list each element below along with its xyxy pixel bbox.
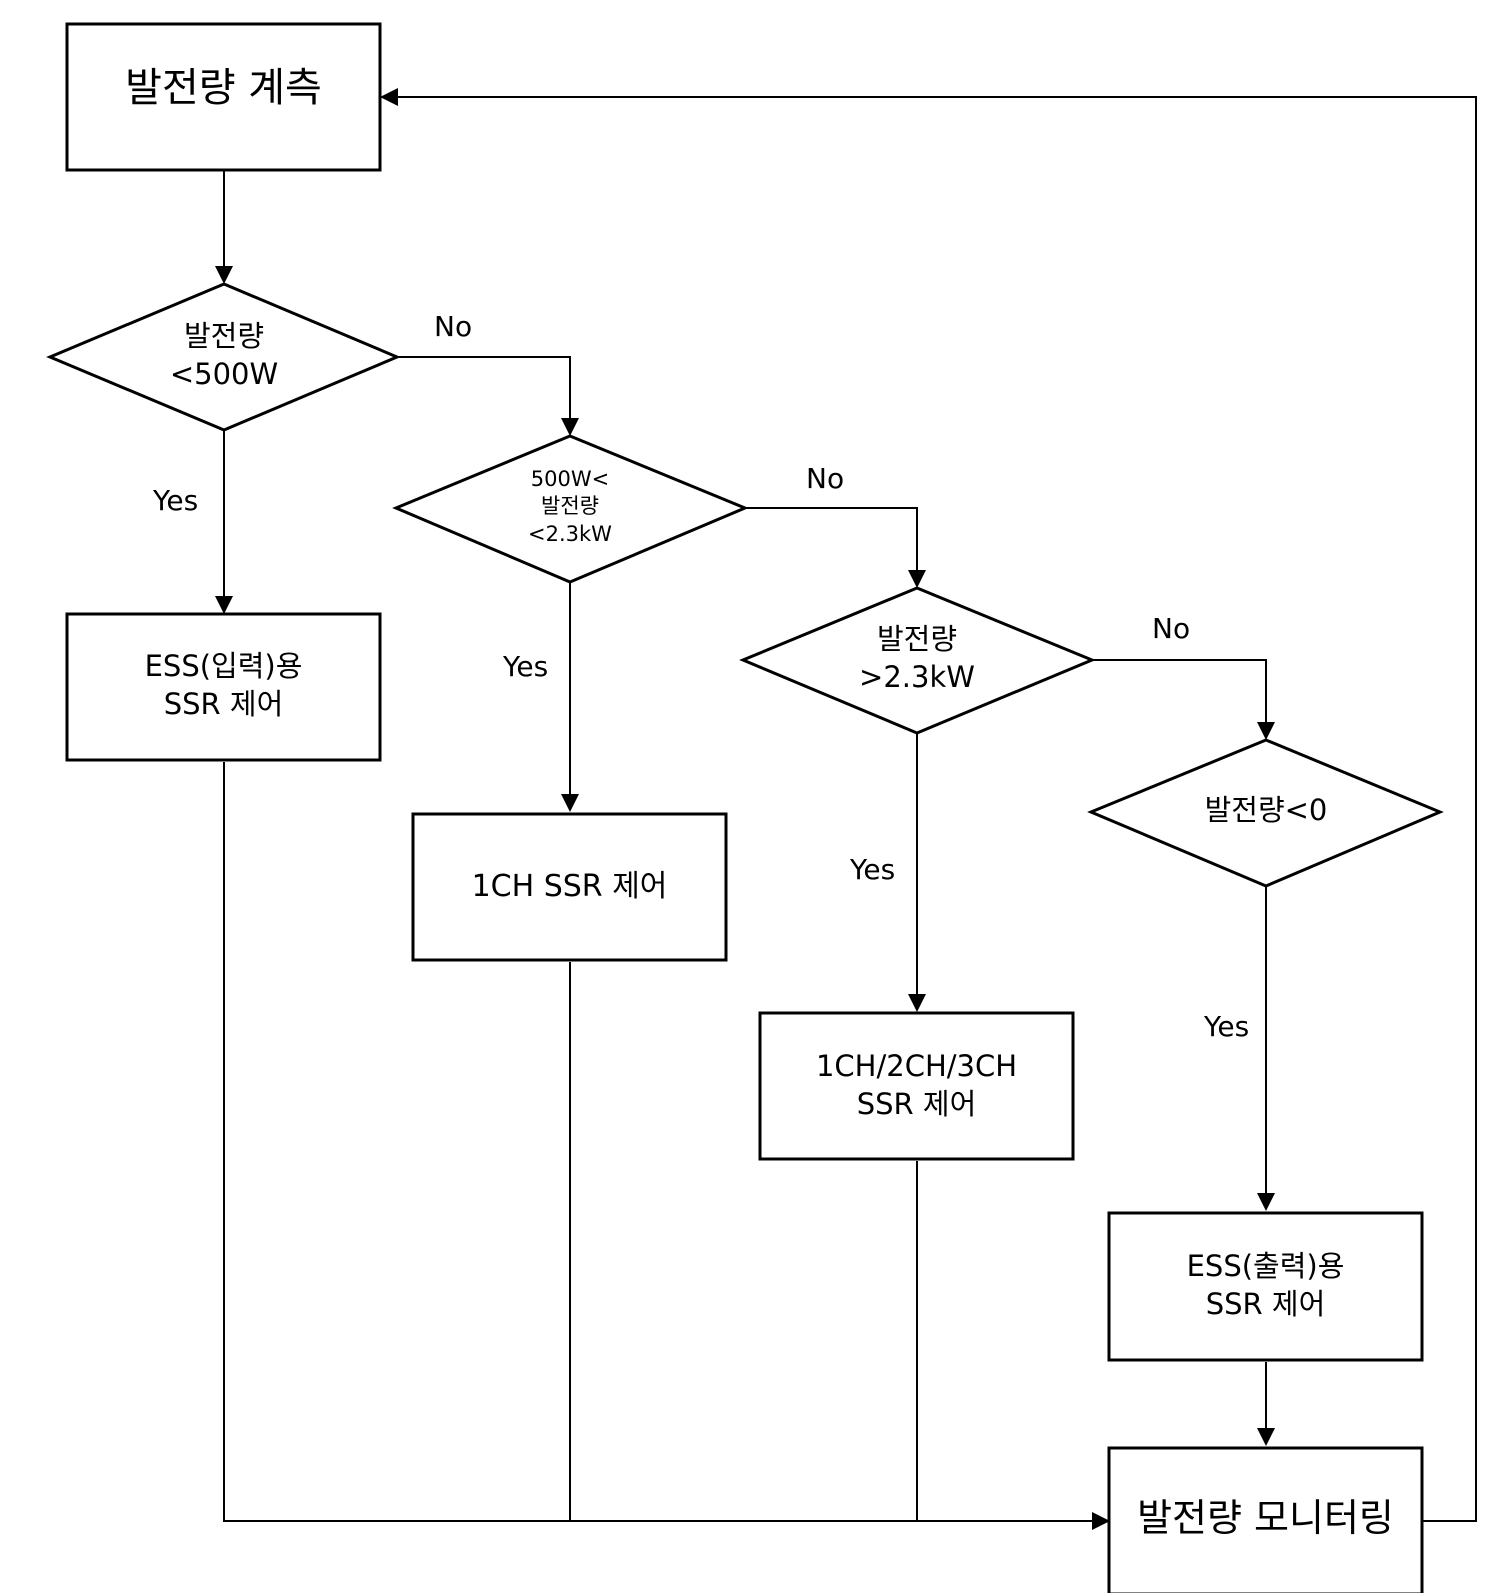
arrowhead-into-ch1 [561,794,579,812]
diamond-cond-gt-2-3kw [739,586,1096,735]
box-monitoring [1107,1446,1424,1593]
edge-label-cond-500w-yes: Yes [153,484,199,517]
edge-label-cond-gt-2-3kw-no: No [1152,612,1191,645]
measure-label: 발전량 계측 [125,65,322,111]
ess-input-ssr-label: ESS(입력)용 SSR 제어 [144,649,303,721]
arrowhead-into-cond-gt-2-3kw [908,570,926,588]
edge-cond-gt-2-3kw-no [1092,659,1267,722]
process-boxes [65,22,1424,1593]
edge-label-cond-gt-2-3kw-yes: Yes [850,853,896,886]
cond-500w-label: 발전량 <500W [169,319,279,391]
cond-500w-2-3kw-label: 500W< 발전량 <2.3kW [528,467,612,546]
ch123-ssr-label: 1CH/2CH/3CH SSR 제어 [815,1049,1018,1121]
edge-label-cond-lt-0-yes: Yes [1204,1010,1250,1043]
ess-output-ssr-label: ESS(출력)용 SSR 제어 [1186,1249,1345,1321]
edge-ess-input-to-monitoring [223,762,1098,1522]
arrowheads [215,88,1275,1530]
diamond-cond-500w [46,282,401,432]
arrowhead-into-monitoring-left [1092,1512,1110,1530]
diamond-cond-lt-0 [1087,738,1444,888]
arrowhead-into-measure [380,88,398,106]
box-ch123-ssr [758,1011,1075,1161]
ch1-ssr-label: 1CH SSR 제어 [471,869,668,904]
arrowhead-into-cond-lt-0 [1257,722,1275,740]
box-ess-input-ssr [65,612,382,762]
box-measure [65,22,382,172]
monitoring-label: 발전량 모니터링 [1137,1496,1394,1540]
edge-label-cond-500w-2-3kw-no: No [806,462,845,495]
decision-diamonds [46,282,1444,888]
arrowhead-into-ch123 [908,994,926,1012]
box-ch1-ssr [411,812,728,962]
diamond-cond-500w-2-3kw [392,434,749,584]
arrowhead-into-ess-output [1257,1193,1275,1211]
connectors [223,96,1477,1522]
cond-gt-2-3kw-label: 발전량 >2.3kW [859,622,975,694]
edge-label-cond-500w-no: No [434,310,473,343]
edge-monitoring-loop-back [398,96,1477,1522]
edge-cond-500w-2-3kw-no [745,507,918,570]
edge-label-cond-500w-2-3kw-yes: Yes [503,650,549,683]
arrowhead-into-cond-500w-2-3kw [561,418,579,436]
box-ess-output-ssr [1107,1211,1424,1362]
arrowhead-into-monitoring-top [1257,1428,1275,1446]
cond-lt-0-label: 발전량<0 [1204,793,1328,827]
edge-cond-500w-no [397,356,571,418]
arrowhead-into-cond-500w [215,266,233,284]
arrowhead-into-ess-input [215,596,233,614]
